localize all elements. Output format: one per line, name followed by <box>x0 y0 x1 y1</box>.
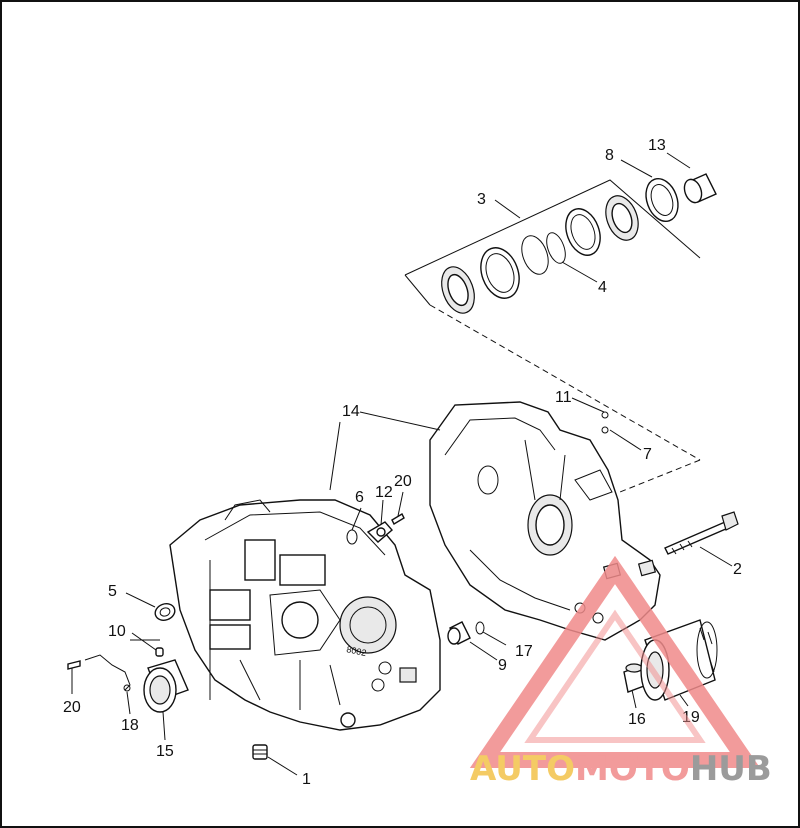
callout-7: 7 <box>643 446 652 463</box>
svg-text:AUTOMOTOHUB: AUTOMOTOHUB <box>470 749 772 789</box>
dashed-guide-return <box>619 459 701 493</box>
callout-14: 14 <box>342 403 360 420</box>
left-crankcase-half: 8002 <box>169 499 441 731</box>
retaining-ring <box>521 235 549 275</box>
callout-2: 2 <box>733 561 742 578</box>
bearing-item-15 <box>143 659 189 713</box>
guide-line-top <box>404 179 701 276</box>
sleeve-item-13 <box>683 173 717 204</box>
callout-17: 17 <box>515 643 533 660</box>
callout-18: 18 <box>121 717 139 734</box>
plug-item-1 <box>252 744 268 760</box>
screw-item-20-top <box>391 513 405 525</box>
callout-13: 13 <box>648 137 666 154</box>
ring-item-17 <box>475 621 485 635</box>
bushing-item-5 <box>154 603 176 621</box>
callout-11: 11 <box>555 389 572 406</box>
guide-line-left <box>404 274 431 306</box>
callout-4: 4 <box>598 279 607 296</box>
dowel-item-11 <box>601 411 609 419</box>
dowel-pin-item-10 <box>155 647 164 657</box>
callout-20-left: 20 <box>63 699 81 716</box>
watermark-auto: AUTO <box>470 749 575 789</box>
bearing-item-8 <box>645 177 679 223</box>
watermark-triangle-icon <box>469 555 761 768</box>
callout-6: 6 <box>355 489 364 506</box>
callout-9: 9 <box>498 657 507 674</box>
screw-item-20-left <box>67 660 81 670</box>
dashed-guide-line <box>429 304 701 461</box>
callout-3: 3 <box>477 191 486 208</box>
watermark-logo: AUTOMOTOHUB <box>469 555 772 789</box>
inner-race <box>565 208 601 256</box>
callout-16: 16 <box>628 711 646 728</box>
dowel-item-7 <box>601 426 609 434</box>
bolt-item-2 <box>664 511 739 555</box>
leader-lines <box>71 152 733 776</box>
outer-race <box>480 247 520 299</box>
callout-numbers: 1 2 3 4 5 6 7 8 9 10 11 12 13 14 15 16 1… <box>63 137 742 788</box>
casting-mark: 8002 <box>346 644 368 658</box>
needle-bearing-left <box>441 266 475 314</box>
clip-item-18 <box>84 654 131 692</box>
callout-1: 1 <box>302 771 311 788</box>
callout-5: 5 <box>108 583 117 600</box>
fitting-item-12 <box>366 521 393 543</box>
callout-20-top: 20 <box>394 473 412 490</box>
watermark-hub: HUB <box>690 749 772 789</box>
callout-10: 10 <box>108 623 126 640</box>
right-crankcase-half <box>429 401 661 641</box>
sleeve-item-9 <box>447 621 471 645</box>
callout-12: 12 <box>375 484 393 501</box>
callout-8: 8 <box>605 147 614 164</box>
bearing-assembly <box>404 173 717 493</box>
callout-15: 15 <box>156 743 174 760</box>
watermark-moto: MOTO <box>575 749 690 789</box>
roller-bearing-right <box>605 195 639 241</box>
snap-ring <box>546 232 566 264</box>
watermark-inner-triangle-icon <box>524 609 706 743</box>
